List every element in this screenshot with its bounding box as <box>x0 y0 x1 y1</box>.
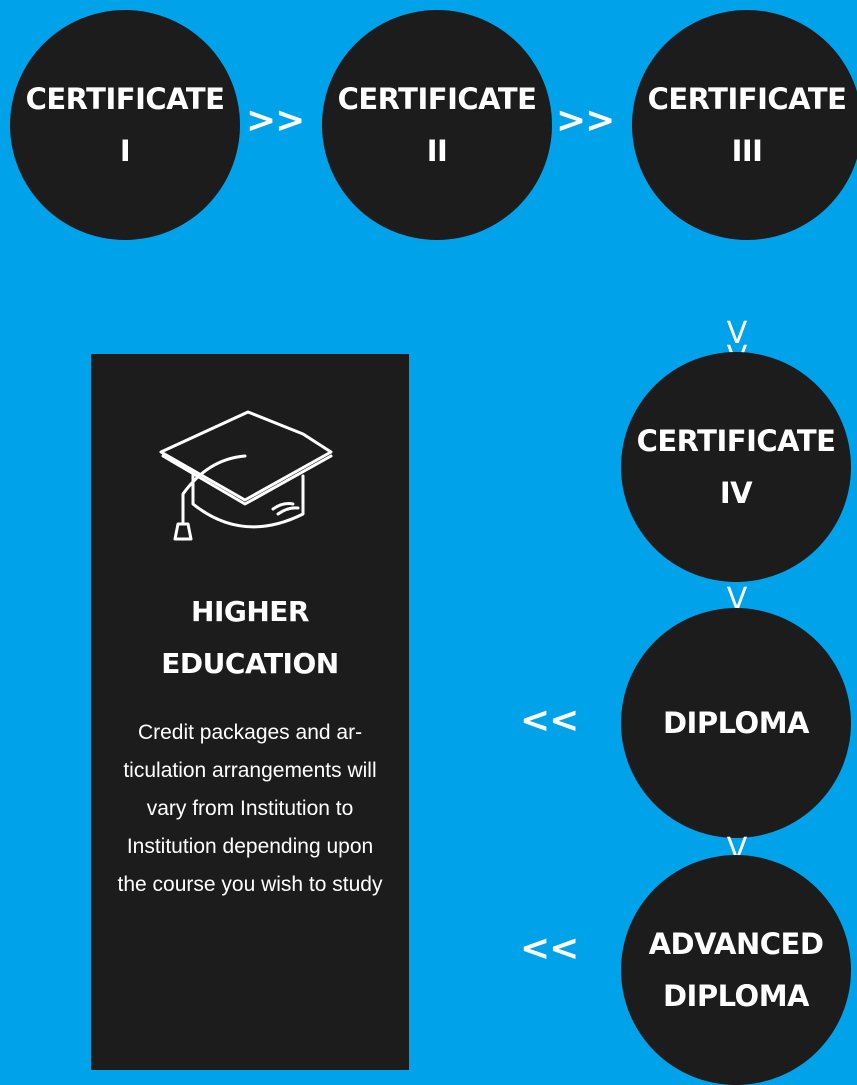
right-arrow: >> <box>556 100 615 141</box>
panel-title: HIGHER EDUCATION <box>161 595 339 680</box>
left-arrow: << <box>520 700 579 741</box>
node-certificate-4: CERTIFICATE IV <box>621 352 851 582</box>
node-label: ADVANCED <box>648 927 824 961</box>
node-level: III <box>731 134 763 168</box>
node-label: CERTIFICATE <box>636 424 836 458</box>
higher-education-panel: HIGHER EDUCATION Credit packages and ar-… <box>91 354 409 1070</box>
node-level: DIPLOMA <box>662 979 810 1013</box>
node-level: I <box>119 134 131 168</box>
node-label: DIPLOMA <box>662 706 810 740</box>
node-certificate-3: CERTIFICATE III <box>632 10 857 240</box>
node-label: CERTIFICATE <box>25 82 225 116</box>
node-certificate-1: CERTIFICATE I <box>10 10 240 240</box>
panel-body: Credit packages and ar-ticulation arrang… <box>117 721 383 896</box>
node-label: CERTIFICATE <box>337 82 537 116</box>
node-certificate-2: CERTIFICATE II <box>322 10 552 240</box>
node-level: II <box>426 134 448 168</box>
node-diploma: DIPLOMA <box>621 608 851 838</box>
left-arrow: << <box>520 928 579 969</box>
node-advanced-diploma: ADVANCED DIPLOMA <box>621 855 851 1085</box>
graduation-cap-icon <box>159 410 333 541</box>
node-label: CERTIFICATE <box>647 82 847 116</box>
right-arrow: >> <box>246 100 305 141</box>
node-level: IV <box>719 476 753 510</box>
